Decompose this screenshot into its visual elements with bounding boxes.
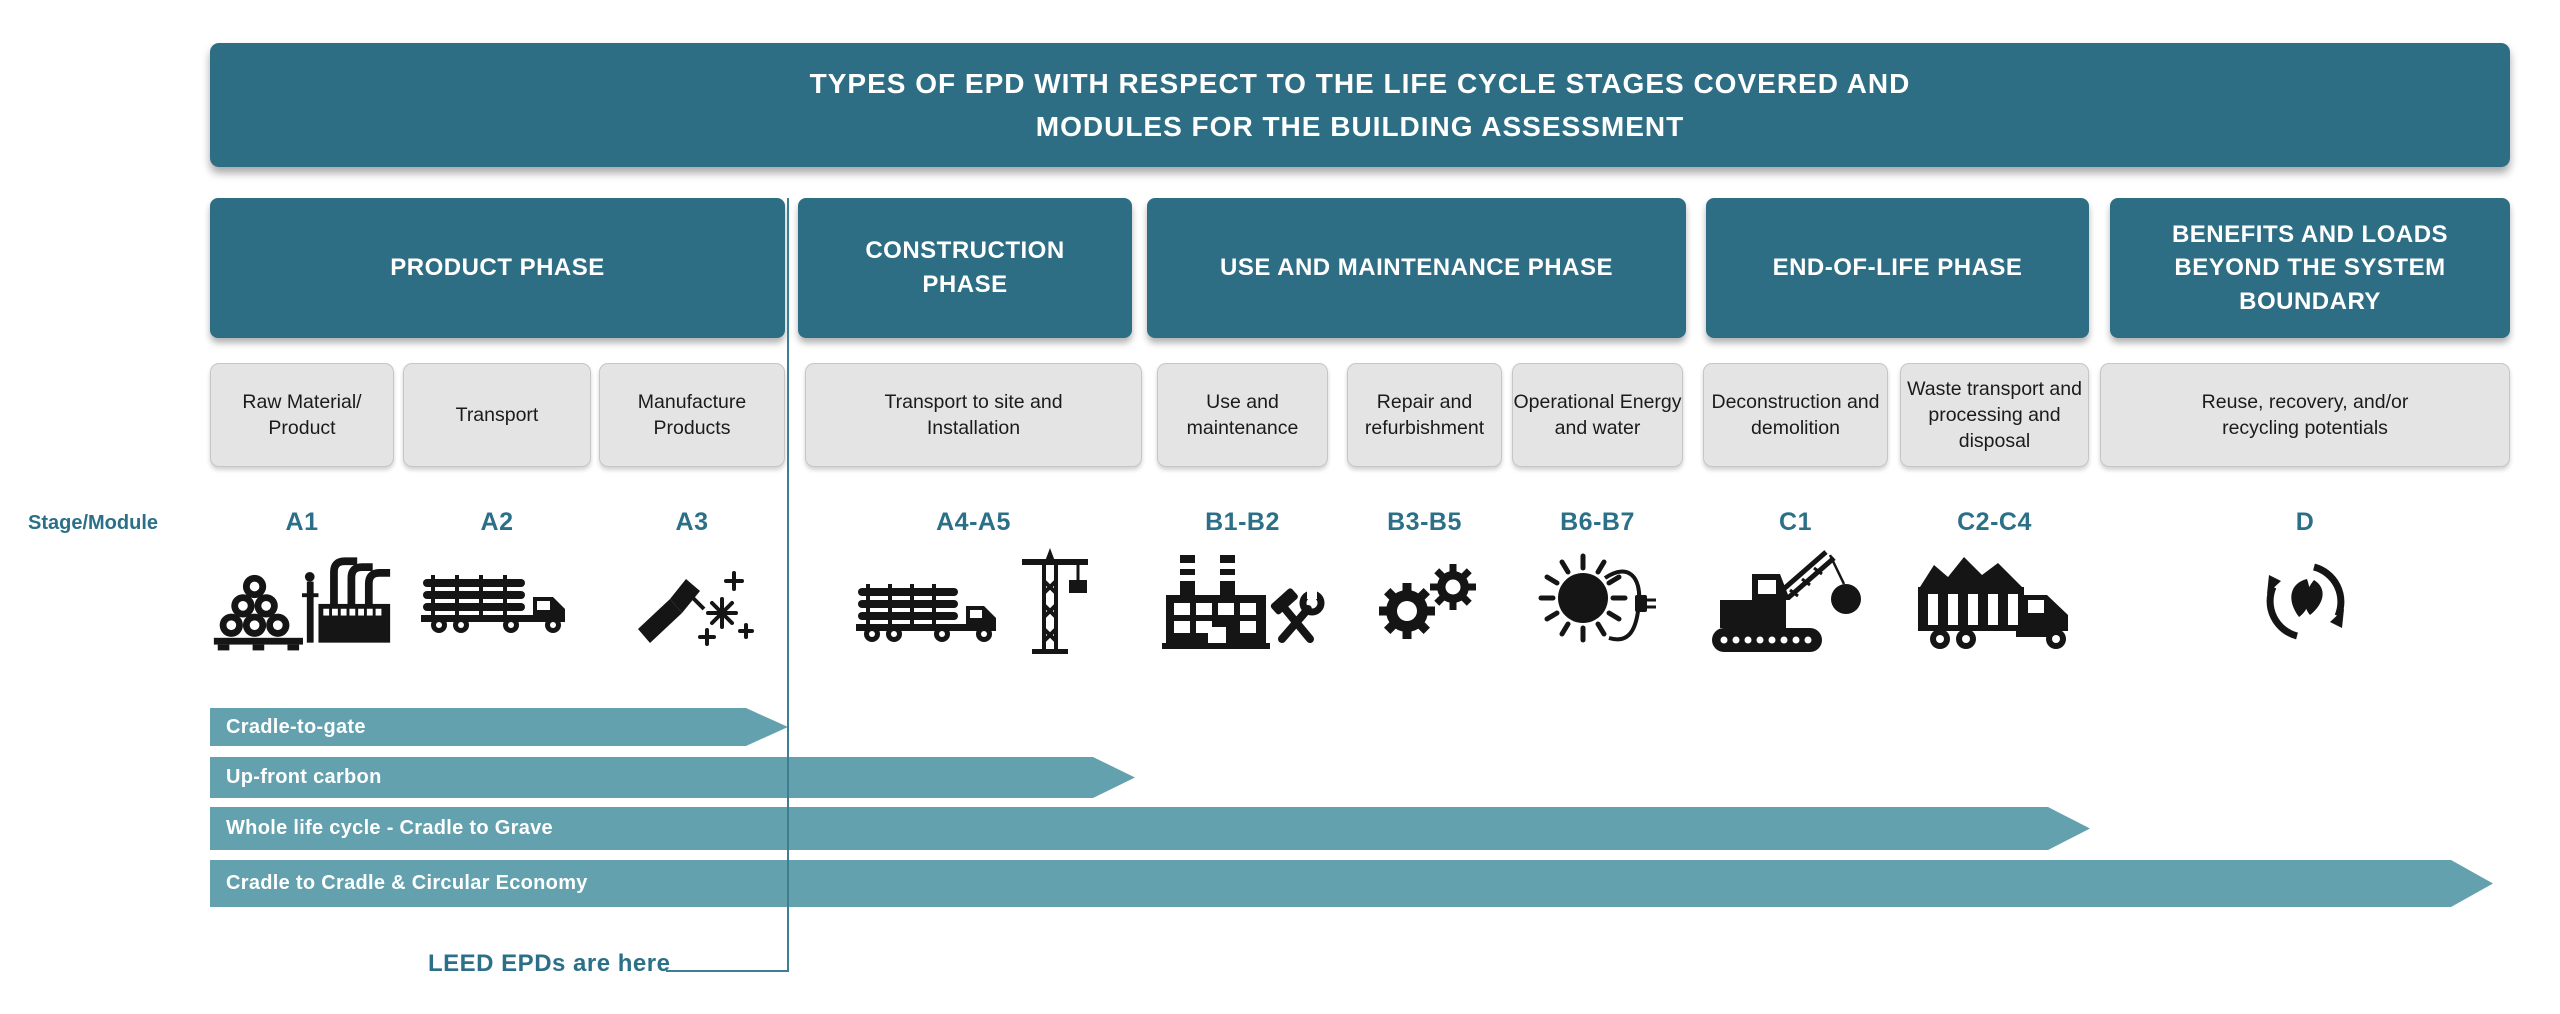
- truck-and-crane-icon: [855, 548, 1088, 654]
- stage-c1: C1: [1779, 507, 1812, 536]
- gears-icon: [1378, 564, 1476, 639]
- module-repair: Repair and refurbishment: [1347, 363, 1502, 467]
- stage-a4-a5: A4-A5: [936, 507, 1011, 536]
- stage-b6-b7: B6-B7: [1560, 507, 1635, 536]
- stage-a3: A3: [675, 507, 709, 536]
- diagram-title-line1: TYPES OF EPD WITH RESPECT TO THE LIFE CY…: [809, 67, 1911, 99]
- module-transport-install: Transport to site and Installation: [805, 363, 1142, 467]
- module-manufacture: Manufacture Products: [599, 363, 785, 467]
- phase-end-of-life: END-OF-LIFE PHASE: [1706, 198, 2089, 338]
- phase-label: USE AND MAINTENANCE PHASE: [1220, 254, 1613, 282]
- module-label: Manufacture Products: [637, 390, 747, 439]
- arrow-label: Up-front carbon: [226, 766, 382, 788]
- phase-label: CONSTRUCTION PHASE: [865, 237, 1065, 298]
- phase-construction: CONSTRUCTION PHASE: [798, 198, 1132, 338]
- leed-connector-line: [666, 970, 787, 972]
- module-label: Transport: [455, 403, 539, 426]
- phase-benefits-loads: BENEFITS AND LOADS BEYOND THE SYSTEM BOU…: [2110, 198, 2510, 338]
- module-label: Use and maintenance: [1186, 390, 1299, 439]
- module-deconstruction: Deconstruction and demolition: [1703, 363, 1888, 467]
- stage-a2: A2: [480, 507, 514, 536]
- arrow-up-front-carbon: Up-front carbon: [210, 757, 1135, 798]
- module-use-maintenance: Use and maintenance: [1157, 363, 1328, 467]
- stage-c2-c4: C2-C4: [1957, 507, 2032, 536]
- module-label: Reuse, recovery, and/or recycling potent…: [2201, 390, 2409, 439]
- diagram-title: TYPES OF EPD WITH RESPECT TO THE LIFE CY…: [210, 43, 2510, 167]
- logs-and-factory-icon: [213, 556, 391, 650]
- module-operational-energy: Operational Energy and water: [1512, 363, 1683, 467]
- phase-label: END-OF-LIFE PHASE: [1772, 254, 2023, 282]
- arrow-label: Whole life cycle - Cradle to Grave: [226, 817, 553, 839]
- phase-label: PRODUCT PHASE: [390, 254, 605, 282]
- module-label: Waste transport and processing and dispo…: [1907, 377, 2082, 453]
- building-and-tools-icon: [1162, 555, 1325, 649]
- stage-module-row-label: Stage/Module: [28, 511, 159, 534]
- module-label: Deconstruction and demolition: [1711, 390, 1880, 439]
- stage-d: D: [2295, 507, 2315, 536]
- phase-label: BENEFITS AND LOADS BEYOND THE SYSTEM BOU…: [2171, 220, 2449, 315]
- arrow-cradle-to-cradle: Cradle to Cradle & Circular Economy: [210, 860, 2493, 907]
- stage-b3-b5: B3-B5: [1387, 507, 1462, 536]
- arrow-cradle-to-gate: Cradle-to-gate: [210, 708, 788, 746]
- module-reuse-recovery: Reuse, recovery, and/or recycling potent…: [2100, 363, 2510, 467]
- demolition-crane-icon: [1711, 550, 1861, 652]
- module-waste-transport: Waste transport and processing and dispo…: [1900, 363, 2089, 467]
- module-raw-material: Raw Material/ Product: [210, 363, 394, 467]
- module-label: Raw Material/ Product: [242, 390, 362, 439]
- welding-torch-icon: [637, 571, 754, 646]
- stage-a1: A1: [285, 507, 319, 536]
- module-label: Repair and refurbishment: [1364, 390, 1485, 439]
- leed-note: LEED EPDs are here: [428, 950, 671, 977]
- sun-and-plug-icon: [1538, 553, 1656, 643]
- phase-use-maintenance: USE AND MAINTENANCE PHASE: [1147, 198, 1686, 338]
- arrow-label: Cradle to Cradle & Circular Economy: [226, 872, 588, 894]
- arrow-whole-life-cycle: Whole life cycle - Cradle to Grave: [210, 807, 2090, 850]
- module-transport: Transport: [403, 363, 591, 467]
- module-label: Transport to site and Installation: [884, 390, 1063, 439]
- phase-product: PRODUCT PHASE: [210, 198, 785, 338]
- stage-b1-b2: B1-B2: [1205, 507, 1280, 536]
- arrow-label: Cradle-to-gate: [226, 715, 366, 738]
- recycling-leaves-icon: [2266, 563, 2344, 639]
- diagram-title-line2: MODULES FOR THE BUILDING ASSESSMENT: [1035, 111, 1685, 142]
- module-label: Operational Energy and water: [1513, 390, 1682, 439]
- leed-boundary-divider-line: [787, 198, 789, 972]
- waste-truck-icon: [1917, 557, 2068, 649]
- logging-truck-icon: [421, 575, 565, 633]
